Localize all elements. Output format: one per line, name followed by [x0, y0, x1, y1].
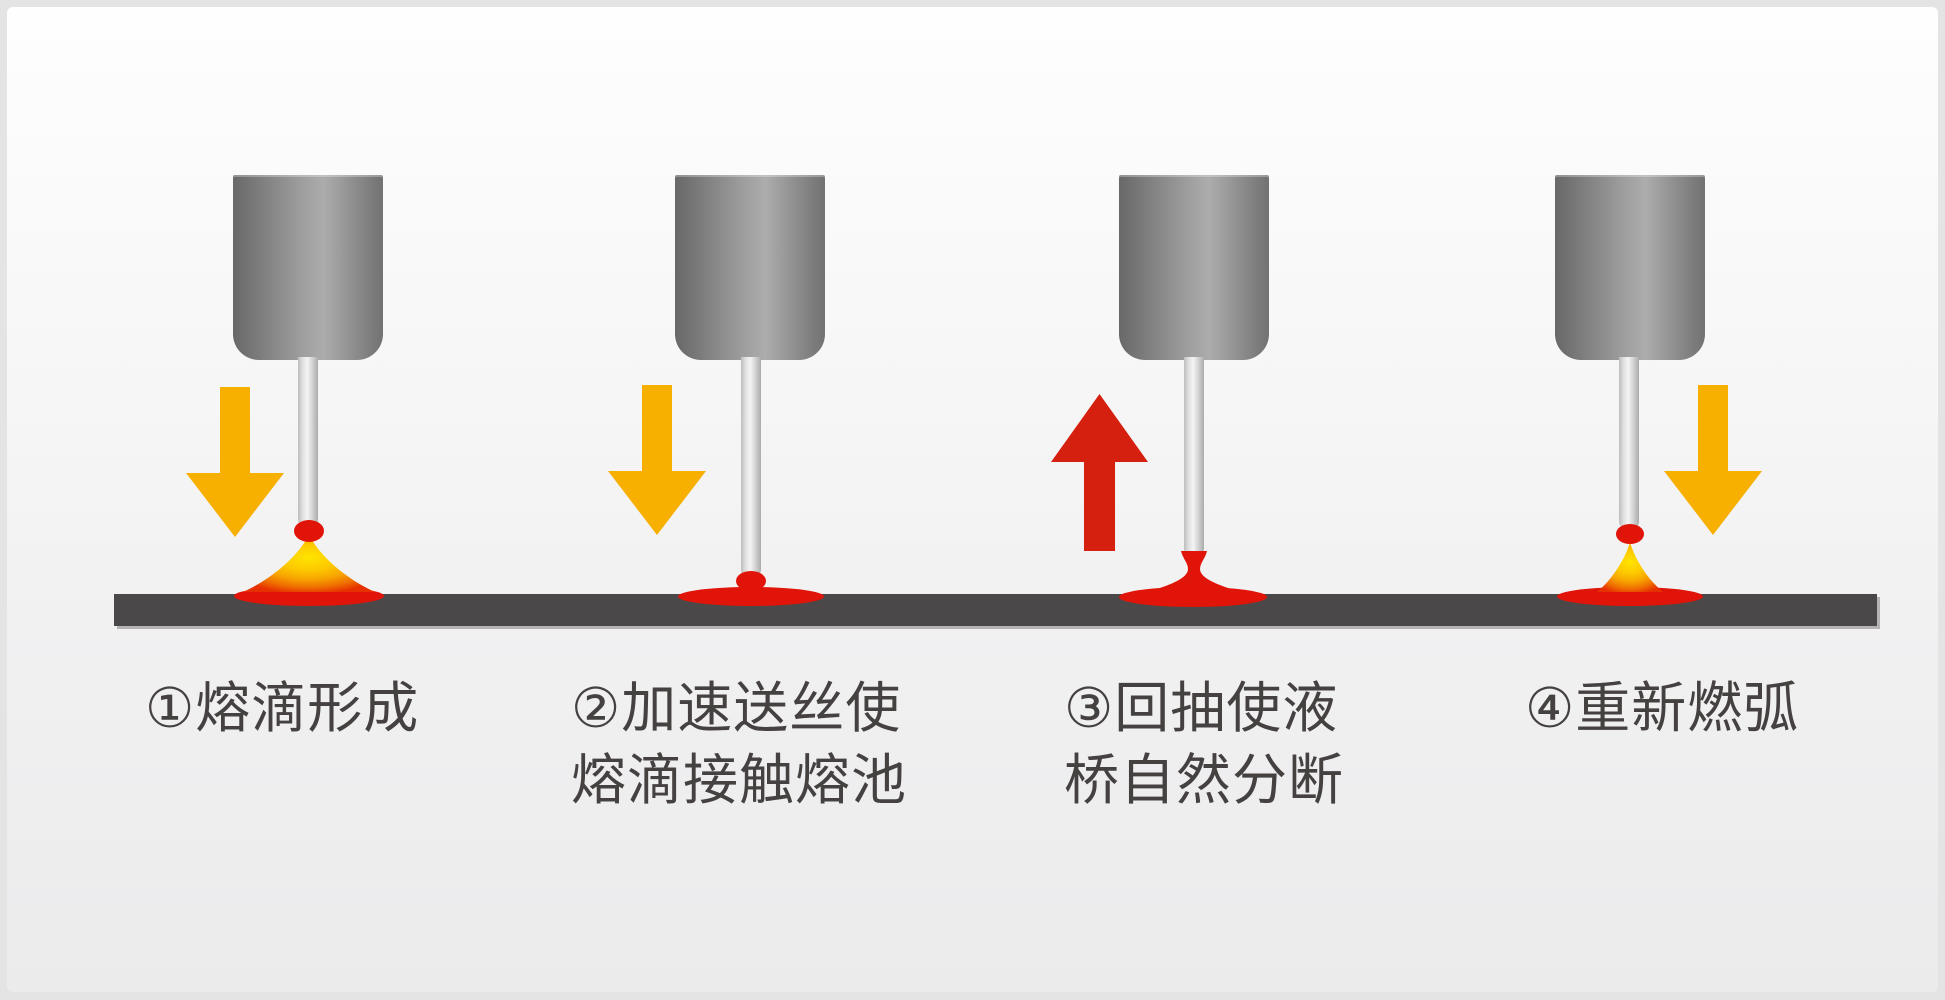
liquid-bridge-stage3 — [1157, 551, 1231, 589]
down-arrow-icon-stage4 — [1664, 385, 1762, 535]
weld-pool-stage3 — [1119, 587, 1267, 607]
wire-electrode-stage3 — [1184, 357, 1204, 554]
up-arrow-icon-stage3 — [1051, 394, 1148, 551]
diagram-panel: ①熔滴形成 ②加速送丝使 熔滴接触熔池 ③回抽使液 桥自然分断 ④重新燃弧 — [7, 7, 1938, 992]
stage4-label: ④重新燃弧 — [1525, 672, 1799, 744]
liquid-bridge-and-pool-stage3 — [1119, 551, 1267, 607]
weld-pool-stage2 — [678, 587, 824, 606]
stage1-label: ①熔滴形成 — [145, 672, 419, 744]
wire-electrode-stage2 — [741, 357, 761, 575]
wire-electrode-stage4 — [1619, 357, 1639, 527]
down-arrow-icon-stage1 — [186, 387, 284, 537]
weld-pool-stage4 — [1557, 587, 1703, 606]
arc-flame-stage4 — [1597, 542, 1663, 592]
welding-torch-stage1 — [233, 175, 383, 360]
molten-droplet-stage4 — [1616, 524, 1644, 544]
stage2-label-line2: 熔滴接触熔池 — [571, 748, 908, 812]
stage2-label-line1: ②加速送丝使 — [571, 676, 902, 740]
welding-torch-stage4 — [1555, 175, 1705, 360]
molten-droplet-stage1 — [294, 520, 324, 542]
wire-electrode-stage1 — [298, 357, 318, 525]
welding-torch-stage2 — [675, 175, 825, 360]
arc-flame-stage1 — [243, 534, 375, 592]
down-arrow-icon-stage2 — [608, 385, 706, 535]
molten-droplet-stage2 — [736, 571, 766, 591]
stage3-label-line2: 桥自然分断 — [1064, 748, 1345, 812]
stage3-label: ③回抽使液 桥自然分断 — [1064, 672, 1344, 816]
welding-torch-stage3 — [1119, 175, 1269, 360]
stage4-label-line1: ④重新燃弧 — [1525, 676, 1800, 740]
stage3-label-line1: ③回抽使液 — [1064, 676, 1339, 740]
stage1-label-line1: ①熔滴形成 — [145, 676, 420, 740]
stage2-label: ②加速送丝使 熔滴接触熔池 — [571, 672, 907, 816]
